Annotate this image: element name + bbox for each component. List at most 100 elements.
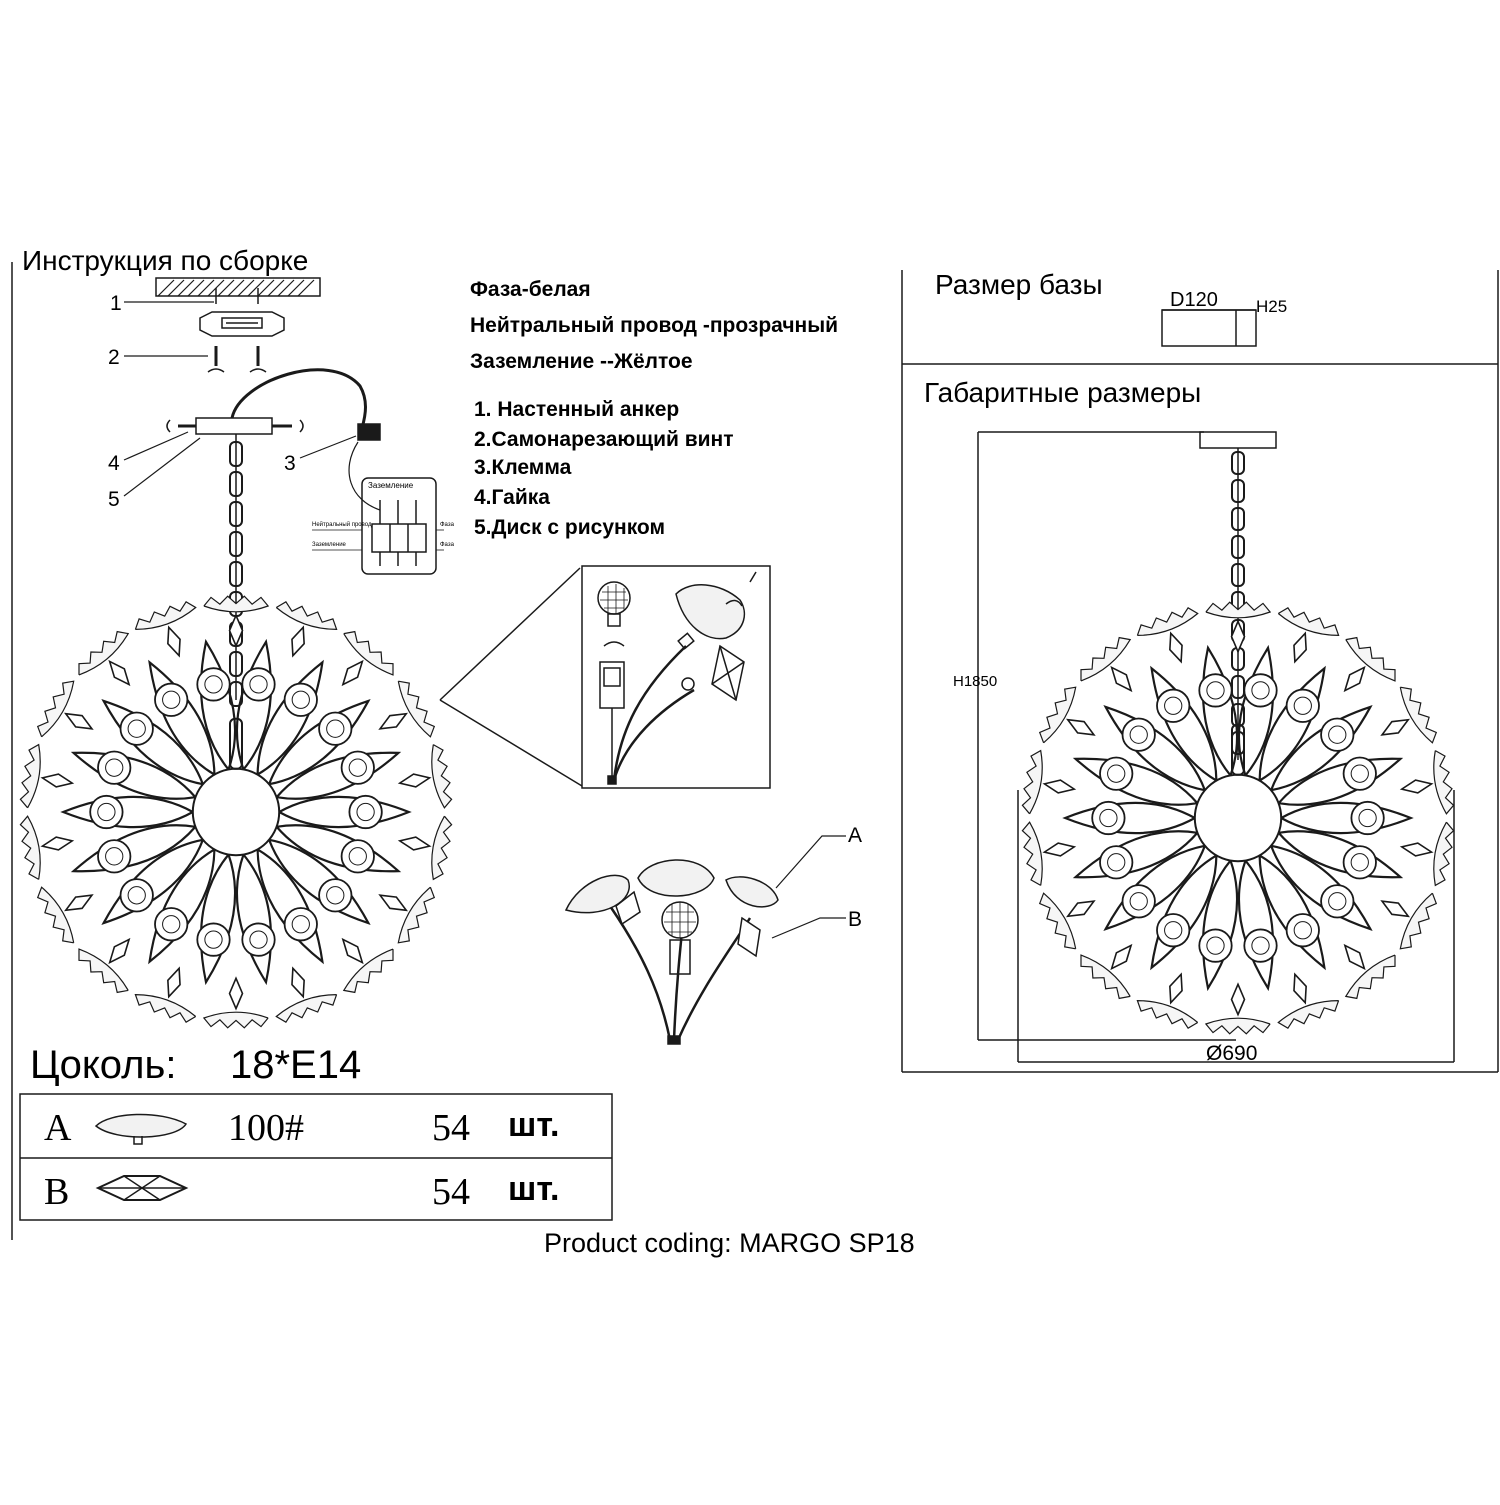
chandelier-globe [154,682,189,717]
callout-1: 1 [110,292,122,315]
chandelier-shade [1136,999,1199,1030]
chandelier-crystal [1380,718,1410,736]
chandelier-shade [431,744,453,809]
callout-3: 3 [284,452,296,475]
chandelier-arm [1237,644,1275,777]
part-5: 5.Диск с рисунком [474,516,665,539]
chandelier-arm [256,848,324,965]
socket-value: 18*E14 [230,1043,361,1087]
chandelier-hub [191,767,281,857]
component-b-qty: 54 [432,1171,470,1213]
component-a-qty: 54 [432,1107,470,1149]
chandelier-arm [268,838,371,925]
chandelier-shade [397,886,436,944]
chandelier-globe [1121,884,1156,919]
chandelier-globe [283,907,318,942]
chandelier-globe [1285,913,1320,948]
chandelier-arm [1258,854,1326,971]
chandelier-crystal [291,966,305,999]
chandelier-arm [1150,665,1218,782]
chandelier-globe-detail [204,675,223,694]
chandelier-globe [1320,717,1355,752]
callout-2: 2 [108,346,120,369]
chandelier-globe-detail [1129,725,1148,744]
chandelier-crystal [1293,631,1307,664]
chandelier-globe [1350,800,1385,836]
chandelier-globe [340,750,375,785]
chandelier-globe-detail [326,719,345,738]
chandelier-globe-detail [162,915,181,934]
component-a-unit: шт. [508,1106,559,1144]
chandelier-globe-detail [291,690,310,709]
chandelier-shade [203,595,270,613]
chandelier-globe-detail [1328,725,1347,744]
ceiling-mount-exploded [155,277,444,707]
chandelier-arm [275,824,402,873]
chandelier-globe-detail [127,719,146,738]
chandelier-globe-detail [1164,921,1183,940]
chandelier-globe [154,907,189,942]
chandelier-globe-detail [348,758,367,777]
chandelier-crystal [228,976,244,1011]
chandelier-globe [196,922,231,957]
terminal-neutral-label: Нейтральный провод [312,521,372,528]
chandelier-crystal [64,712,94,730]
chandelier-globe-detail [162,690,181,709]
chandelier-globe-detail [105,758,124,777]
chandelier-globe-detail [127,886,146,905]
chandelier-arm [1072,757,1199,806]
chandelier-shade [1345,636,1396,682]
chandelier-globe [241,922,276,957]
chandelier-shade [1080,954,1131,1000]
chandelier-crystal [1399,779,1434,794]
chandelier-arm [199,853,237,986]
chandelier-arm [60,795,194,829]
chandelier-arm [1201,644,1239,777]
chandelier-shade [1080,636,1132,682]
chandelier-shade [1433,821,1455,887]
base-size-drawing [1161,309,1257,347]
chandelier-crystal [1110,665,1133,693]
chandelier-shade [134,600,197,630]
chandelier-shade [78,948,129,994]
terminal-phase-label-2: Фаза [440,542,455,548]
product-coding: Product coding: MARGO SP18 [544,1228,915,1258]
chandelier-crystal [397,773,432,788]
chandelier-shade [1277,606,1340,637]
chandelier-globe-detail [291,915,310,934]
chandelier-arm [148,848,216,965]
chandelier-arm [1201,859,1239,992]
chandelier-globe [97,750,132,785]
base-size-title: Размер базы [935,269,1103,300]
chandelier-arm [101,699,204,786]
terminal-phase-label-1: Фаза [440,522,455,528]
chandelier-shade [342,948,394,994]
chandelier-arm [1277,830,1404,879]
chandelier-shade [275,994,338,1024]
chandelier-globe-detail [1099,808,1118,828]
chandelier-globe-detail [204,930,223,949]
chandelier-shade [275,600,338,631]
part-4: 4.Гайка [474,486,550,509]
terminal-ground-wire-label: Заземление [312,542,347,548]
chandelier-crystal [108,659,131,687]
chandelier-arm [1062,801,1196,835]
detail-label-b: B [848,908,862,931]
chandelier-globe [348,794,383,830]
wire-ground: Заземление --Жёлтое [470,350,693,373]
part-1: 1. Настенный анкер [474,398,679,421]
chandelier-arm [101,838,204,925]
chandelier-globe [1156,913,1191,948]
chandelier-crystal [1343,943,1366,971]
chandelier-shade [134,993,197,1024]
callout-5: 5 [108,488,120,511]
chandelier-shade [1038,892,1077,950]
overall-diameter: Ø690 [1206,1042,1257,1065]
chandelier-globe-detail [1107,853,1126,872]
chandelier-crystal [1293,972,1307,1005]
chandelier-shade [397,680,436,738]
chandelier-globe [340,839,375,874]
chandelier-globe [119,878,154,913]
chandelier-arm [70,751,197,800]
chandelier-globe [1121,717,1156,752]
